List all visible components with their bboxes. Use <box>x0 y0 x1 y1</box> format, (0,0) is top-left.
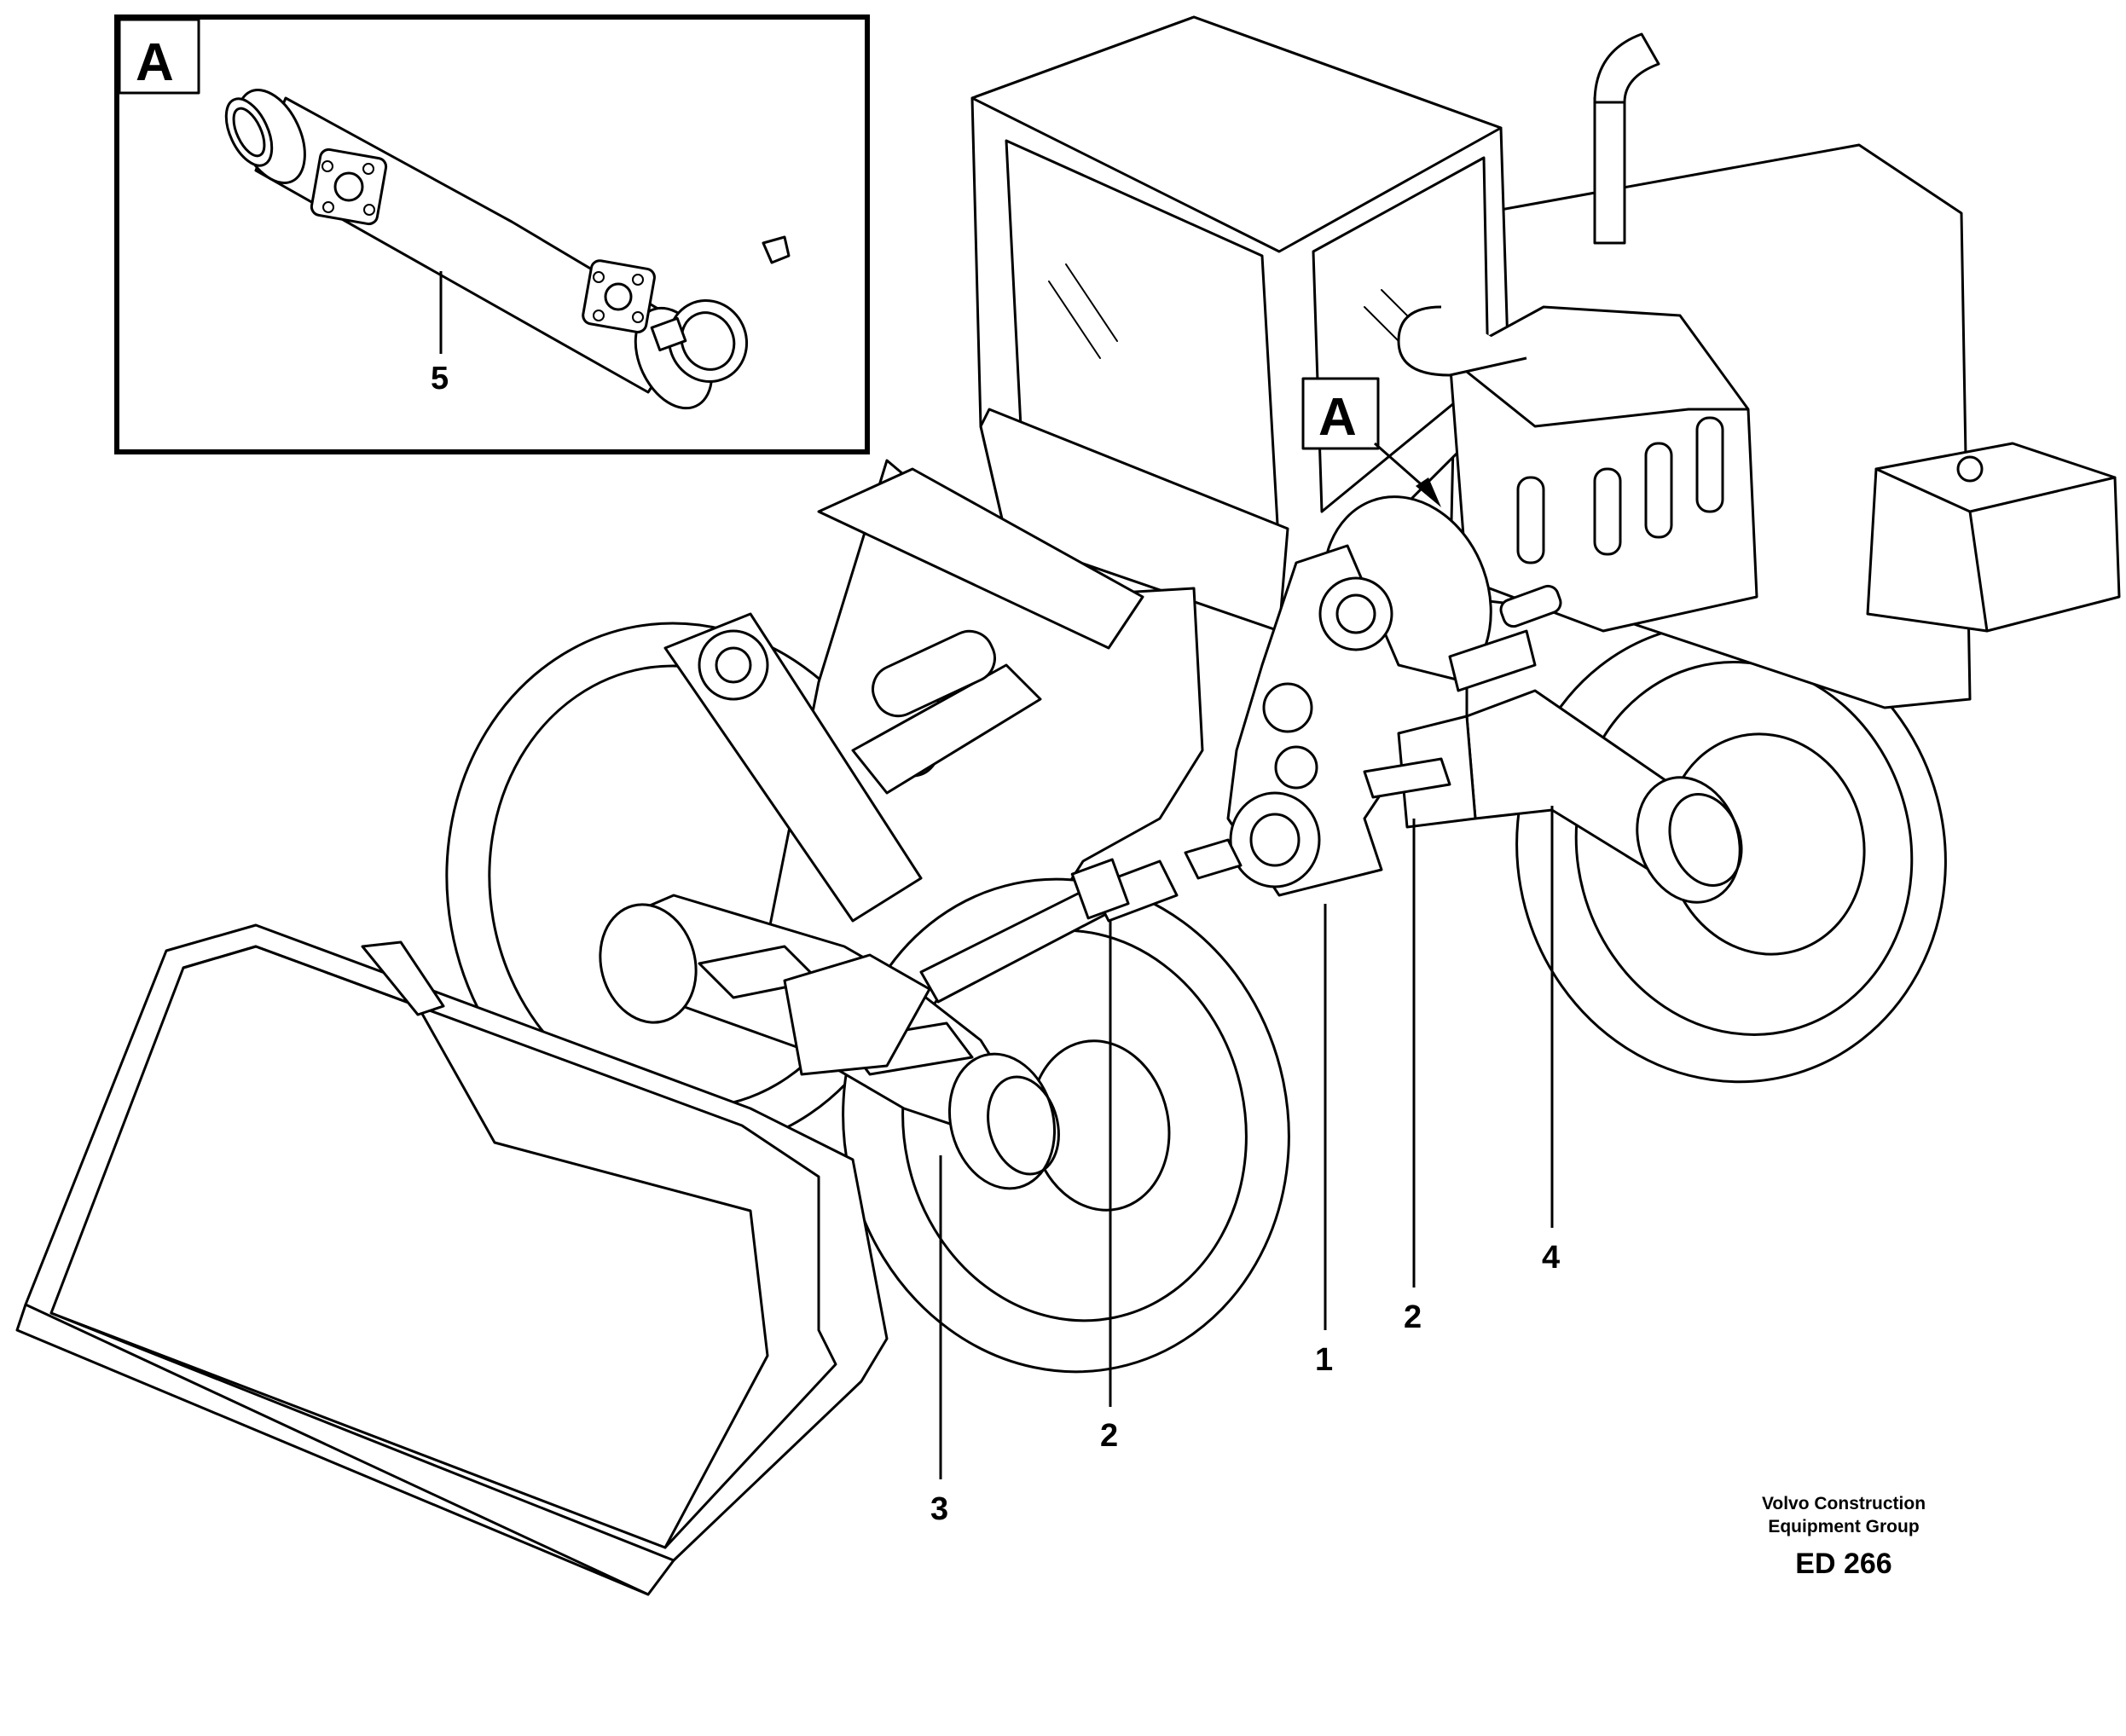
callout-2-rear-shaft: 2 <box>1404 1299 1422 1335</box>
rear-axle <box>1363 689 1743 904</box>
inset-label-letter: A <box>136 33 174 92</box>
front-drive-shaft <box>919 838 1243 1004</box>
bucket <box>15 923 889 1596</box>
main-callout-a: A <box>1301 377 1441 507</box>
callout-leaders <box>939 806 1554 1479</box>
drawing-code: ED 266 <box>1795 1548 1891 1580</box>
callout-3: 3 <box>930 1491 948 1527</box>
operator-cab <box>970 15 1511 633</box>
credit-line-2: Equipment Group <box>1768 1517 1919 1536</box>
wheel-loader-illustration: A 1 2 2 3 4 <box>15 15 2121 1596</box>
inset-frame <box>114 14 870 454</box>
callout-2-front-shaft: 2 <box>1100 1418 1118 1454</box>
inset-callout-5: 5 <box>431 361 449 396</box>
front-right-wheel <box>842 877 1290 1374</box>
front-axle <box>599 894 1060 1190</box>
publisher-credit: Volvo Construction Equipment Group ED 26… <box>1762 1494 1926 1580</box>
engine-transmission <box>1226 305 1758 897</box>
inset-label-box <box>118 18 200 95</box>
callout-4: 4 <box>1542 1240 1560 1276</box>
main-callout-a-letter: A <box>1318 388 1357 447</box>
inset-detail-a: A 5 <box>114 14 870 454</box>
cylinder-part <box>224 89 791 410</box>
callout-1: 1 <box>1315 1342 1333 1378</box>
front-frame-lift-arms <box>663 459 1204 1008</box>
credit-line-1: Volvo Construction <box>1762 1494 1926 1513</box>
main-callout-a-box <box>1301 377 1380 450</box>
